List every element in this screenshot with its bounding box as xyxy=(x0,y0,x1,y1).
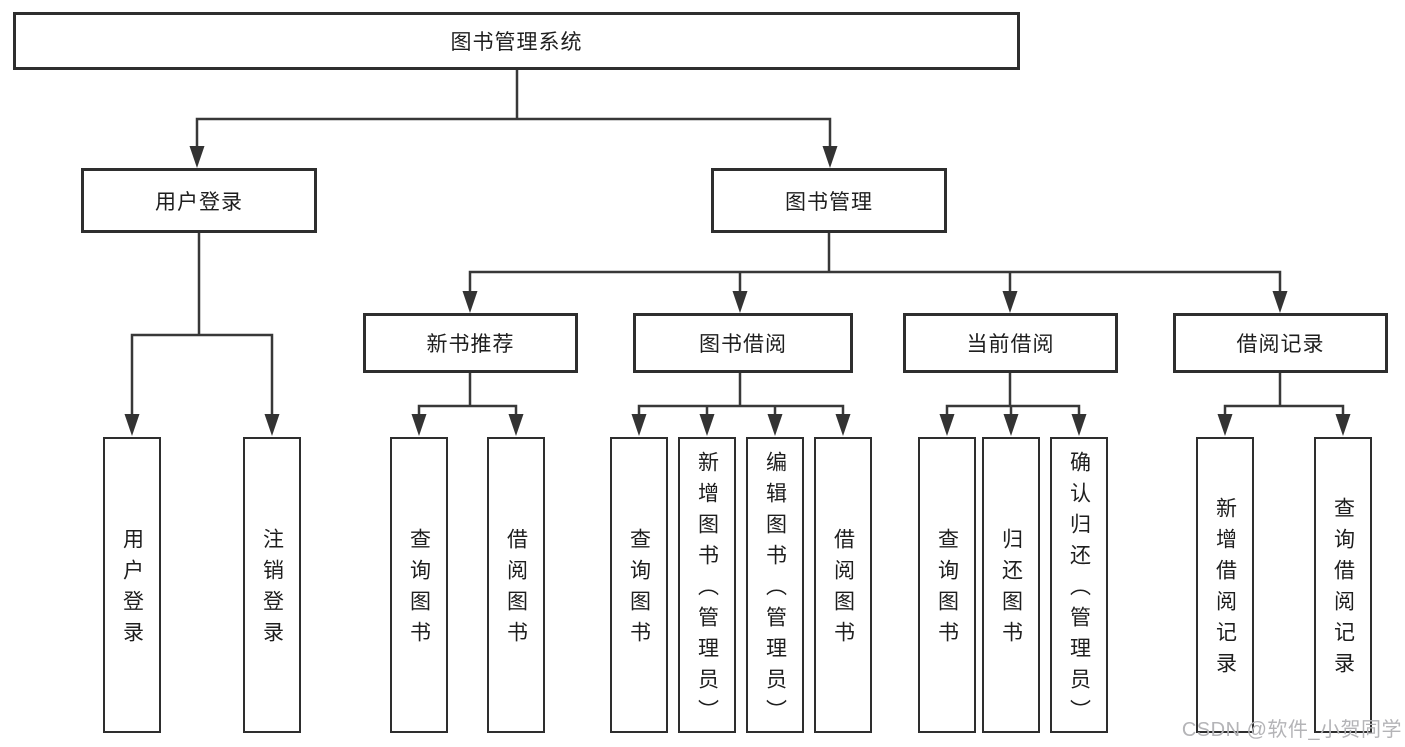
leaf-add-borrow-record: 新增借阅记录 xyxy=(1196,437,1254,733)
connector-borrow-module xyxy=(631,371,851,436)
leaf-borrow-books-recommend: 借阅图书 xyxy=(487,437,545,733)
node-label: 查询借阅记录 xyxy=(1331,497,1355,683)
node-label: 归还图书 xyxy=(999,528,1023,652)
node-label: 借阅图书 xyxy=(831,528,855,652)
leaf-borrow-books: 借阅图书 xyxy=(814,437,872,733)
node-label: 确认归还（管理员） xyxy=(1067,450,1091,730)
leaf-edit-books-admin: 编辑图书（管理员） xyxy=(746,437,804,733)
connector-current-module xyxy=(939,371,1087,436)
node-label: 编辑图书（管理员） xyxy=(763,450,787,730)
node-book-management-branch: 图书管理 xyxy=(711,168,947,233)
node-book-borrow: 图书借阅 xyxy=(633,313,853,373)
csdn-watermark: CSDN @软件_小贺同学 xyxy=(1181,719,1402,741)
node-label: 当前借阅 xyxy=(966,333,1055,356)
node-label: 用户登录 xyxy=(155,190,243,214)
node-label: 新书推荐 xyxy=(426,333,515,356)
node-label: 新增图书（管理员） xyxy=(695,450,719,730)
node-label: 图书借阅 xyxy=(699,333,787,356)
node-borrow-records: 借阅记录 xyxy=(1173,313,1388,373)
leaf-return-books: 归还图书 xyxy=(982,437,1040,733)
node-label: 借阅记录 xyxy=(1236,333,1325,356)
node-label: 用户登录 xyxy=(120,528,144,652)
leaf-logout: 注销登录 xyxy=(243,437,301,733)
leaf-query-books-current: 查询图书 xyxy=(918,437,976,733)
connector-user-branch xyxy=(124,231,280,436)
node-label: 图书管理系统 xyxy=(450,31,583,54)
leaf-confirm-return-admin: 确认归还（管理员） xyxy=(1050,437,1108,733)
node-new-book-recommend: 新书推荐 xyxy=(363,313,578,373)
node-label: 借阅图书 xyxy=(504,528,528,652)
node-label: 注销登录 xyxy=(260,528,284,652)
node-label: 查询图书 xyxy=(627,528,651,652)
node-library-management-system: 图书管理系统 xyxy=(13,12,1020,70)
leaf-query-borrow-record: 查询借阅记录 xyxy=(1314,437,1372,733)
node-user-login-branch: 用户登录 xyxy=(81,168,317,233)
leaf-query-books-recommend: 查询图书 xyxy=(390,437,448,733)
node-label: 查询图书 xyxy=(935,528,959,652)
leaf-user-login: 用户登录 xyxy=(103,437,161,733)
connector-recommend-module xyxy=(411,371,524,436)
node-label: 新增借阅记录 xyxy=(1213,497,1237,683)
leaf-add-books-admin: 新增图书（管理员） xyxy=(678,437,736,733)
connector-book-branch xyxy=(462,231,1288,313)
connector-records-module xyxy=(1217,371,1351,436)
node-label: 图书管理 xyxy=(785,190,873,214)
connector-root-to-level2 xyxy=(189,68,838,168)
node-current-borrow: 当前借阅 xyxy=(903,313,1118,373)
node-label: 查询图书 xyxy=(407,528,431,652)
leaf-query-books-borrow: 查询图书 xyxy=(610,437,668,733)
